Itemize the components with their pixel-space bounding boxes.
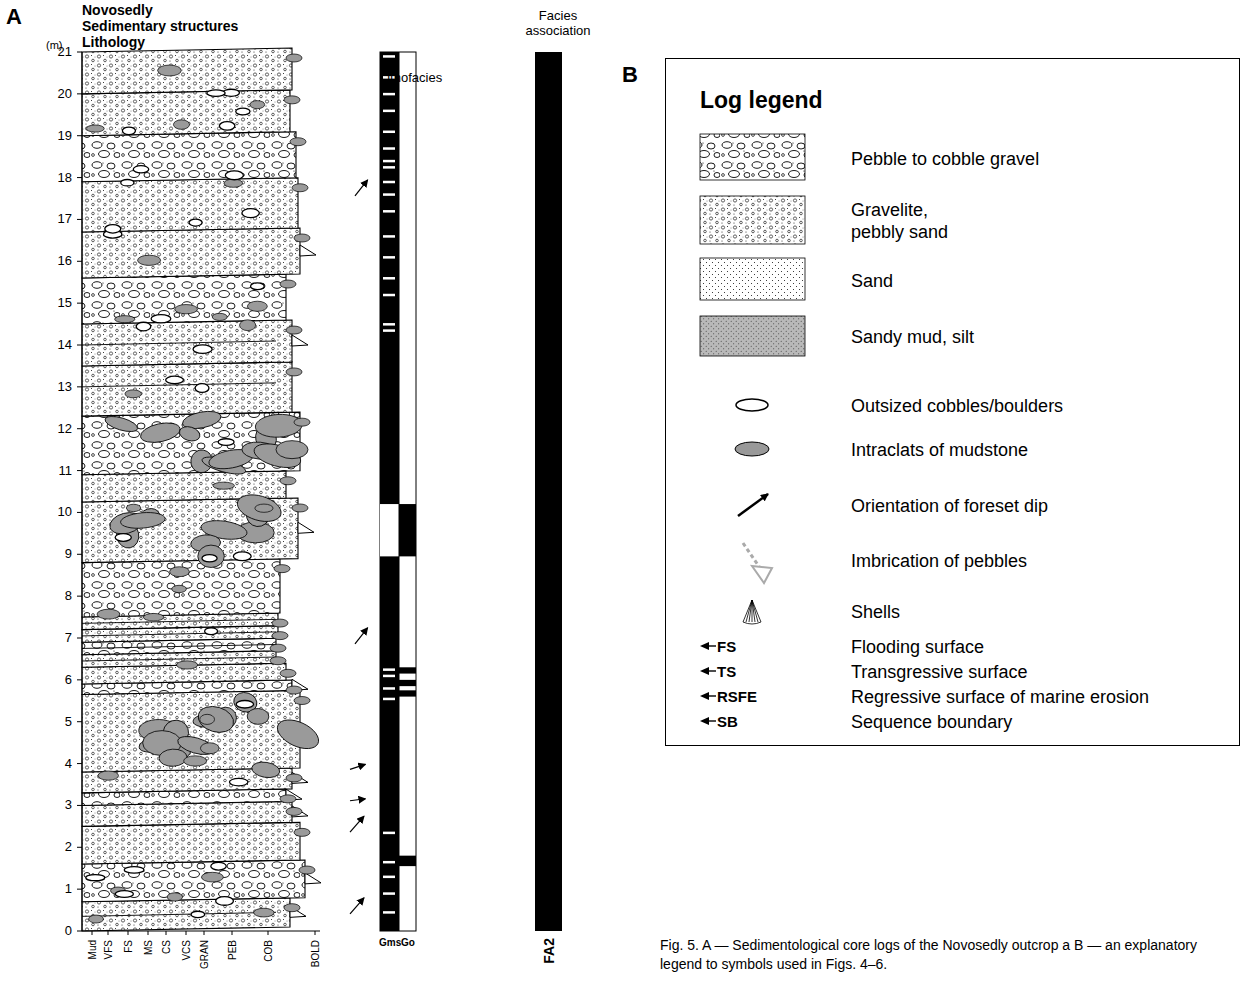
grain-size-label: VFS <box>103 940 114 959</box>
legend-text: Intraclats of mudstone <box>851 440 1028 461</box>
lithofacies-code: Gms <box>379 937 401 948</box>
surface-code: TS <box>717 663 736 680</box>
grain-size-label: MS <box>143 940 154 955</box>
depth-number: 0 <box>65 923 72 938</box>
column-title: Lithology <box>82 34 145 50</box>
depth-number: 17 <box>58 211 72 226</box>
depth-number: 4 <box>65 756 72 771</box>
depth-number: 8 <box>65 588 72 603</box>
depth-number: 6 <box>65 672 72 687</box>
depth-number: 14 <box>58 337 72 352</box>
grain-size-label: Mud <box>87 940 98 959</box>
legend-text: Sequence boundary <box>851 712 1012 733</box>
grain-size-label: VCS <box>181 940 192 961</box>
depth-number: 9 <box>65 546 72 561</box>
depth-number: 3 <box>65 797 72 812</box>
depth-number: 1 <box>65 881 72 896</box>
legend-text: Regressive surface of marine erosion <box>851 687 1149 708</box>
depth-number: 20 <box>58 86 72 101</box>
figure-caption: Fig. 5. A — Sedimentological core logs o… <box>660 936 1240 974</box>
legend-text: Orientation of foreset dip <box>851 496 1048 517</box>
panel-letter: A <box>6 4 22 30</box>
depth-number: 11 <box>59 463 73 478</box>
grain-size-label: BOLD <box>310 940 321 967</box>
depth-number: 7 <box>65 630 72 645</box>
legend-samples <box>700 134 805 725</box>
legend-text: Gravelite, pebbly sand <box>851 199 963 243</box>
depth-number: 18 <box>58 170 72 185</box>
panel-letter: B <box>622 62 638 88</box>
legend-text: Imbrication of pebbles <box>851 551 1027 572</box>
depth-number: 2 <box>65 839 72 854</box>
depth-number: 10 <box>58 504 72 519</box>
surface-code: SB <box>717 713 738 730</box>
depth-number: 15 <box>58 295 72 310</box>
surface-code: FS <box>717 638 736 655</box>
legend-text: Flooding surface <box>851 637 984 658</box>
facies-code: FA2 <box>541 938 557 964</box>
grain-size-label: FS <box>123 940 134 953</box>
depth-number: 5 <box>65 714 72 729</box>
legend-title: Log legend <box>700 87 823 114</box>
lithofacies-code: Go <box>401 937 415 948</box>
grain-size-label: GRAN <box>199 940 210 969</box>
surface-code: RSFE <box>717 688 757 705</box>
column-title: Sedimentary structures <box>82 18 238 34</box>
depth-number: 12 <box>58 421 72 436</box>
facies-bar <box>535 52 562 931</box>
legend-text: Outsized cobbles/boulders <box>851 396 1063 417</box>
depth-number: 19 <box>58 128 72 143</box>
site-title: Novosedly <box>82 2 153 18</box>
legend-text: Transgressive surface <box>851 662 1027 683</box>
legend-text: Sandy mud, silt <box>851 327 974 348</box>
legend-box: Log legendPebble to cobble gravelGraveli… <box>665 58 1240 746</box>
grain-size-label: COB <box>263 940 274 962</box>
legend-text: Pebble to cobble gravel <box>851 149 1039 170</box>
grain-size-label: CS <box>161 940 172 954</box>
column-title: Lithofacies <box>380 70 442 85</box>
depth-number: 13 <box>58 379 72 394</box>
grain-size-label: PEB <box>227 940 238 960</box>
legend-text: Shells <box>851 602 900 623</box>
depth-number: 21 <box>58 44 72 59</box>
column-title: Facies association <box>518 8 598 38</box>
legend-text: Sand <box>851 271 893 292</box>
depth-number: 16 <box>58 253 72 268</box>
